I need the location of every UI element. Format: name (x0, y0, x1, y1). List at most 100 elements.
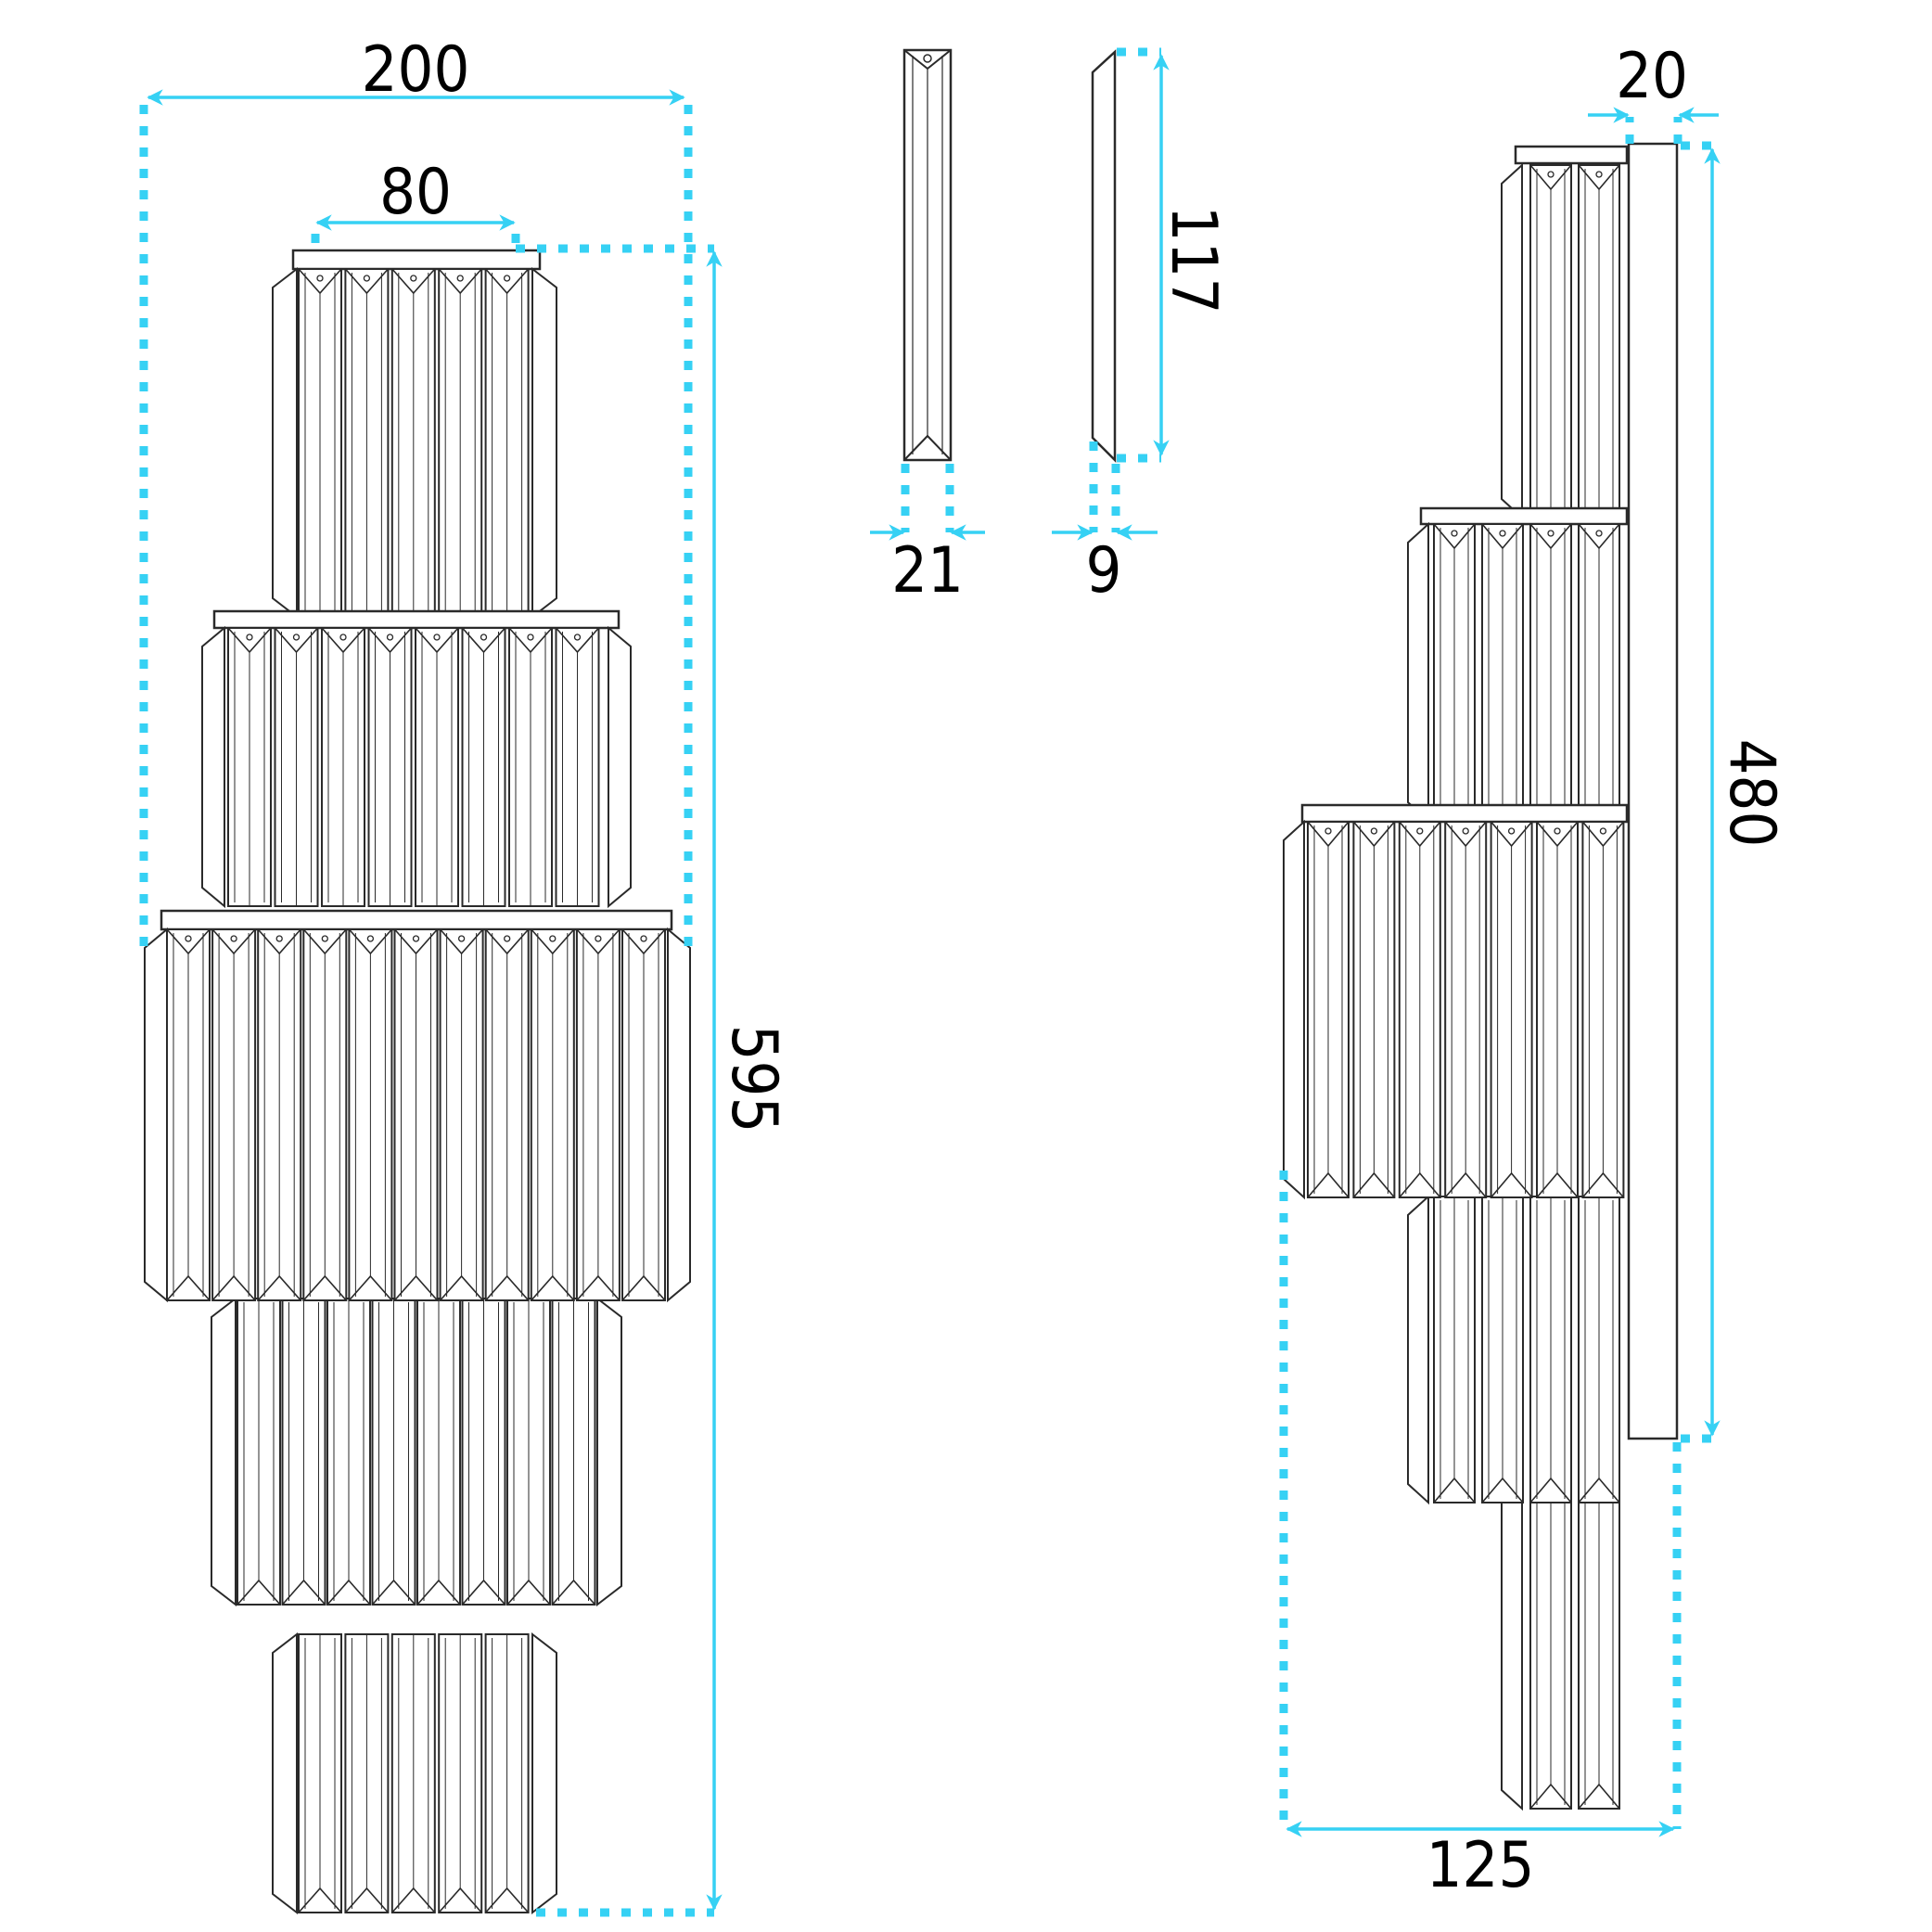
crystal-prism (211, 928, 257, 1301)
crystal-prism (508, 627, 553, 907)
crystal-prism (1581, 821, 1625, 1198)
prism-width-dimension: 21 (870, 464, 985, 608)
crystal-prism (1578, 1196, 1620, 1503)
crystal-prism (348, 928, 393, 1301)
crystal-prism (298, 268, 342, 618)
crystal-prism (393, 928, 439, 1301)
crystal-prism-edge (1283, 819, 1305, 1200)
crystal-prism-edge (1501, 162, 1523, 520)
crystal-prism (1481, 523, 1524, 822)
crystal-prism-edge (1407, 521, 1429, 824)
front-crystal-array (144, 249, 691, 1915)
wall-backplate (1627, 142, 1679, 1440)
crystal-prism (575, 928, 621, 1301)
crystal-prism-edge (272, 1631, 298, 1915)
crystal-prism (1433, 1196, 1476, 1503)
prism-front (902, 48, 953, 462)
tier-ring (291, 249, 542, 271)
mount-hole (923, 54, 932, 63)
tier-ring (160, 909, 673, 931)
tier-ring (1514, 145, 1629, 165)
crystal-prism-edge (272, 266, 298, 620)
crystal-prism-edge (667, 927, 691, 1303)
crystal-prism (1352, 821, 1396, 1198)
crystal-prism (461, 627, 506, 907)
crystal-prism (390, 268, 436, 618)
prism-depth-dimension: 9 (1052, 441, 1158, 608)
side-view: 20 480 125 (1279, 40, 1788, 1902)
crystal-prism (484, 928, 530, 1301)
crystal-prism-detail: 21 9 117 (870, 47, 1230, 608)
prism-width-label: 21 (891, 534, 964, 608)
crystal-prism (506, 1298, 551, 1606)
side-depth-label: 20 (1616, 40, 1688, 113)
overall-width-label: 200 (362, 33, 470, 107)
crystal-prism (1529, 1196, 1572, 1503)
top-width-dimension: 80 (311, 156, 520, 243)
crystal-prism (344, 268, 390, 618)
side-depth-dimension: 20 (1588, 40, 1719, 144)
crystal-prism (530, 928, 575, 1301)
crystal-prism-edge (1407, 1194, 1429, 1505)
crystal-prism (274, 627, 319, 907)
front-view: 200 80 595 (139, 33, 790, 1917)
crystal-prism (257, 928, 302, 1301)
crystal-prism (166, 928, 211, 1301)
crystal-prism (367, 627, 413, 907)
crystal-prism (281, 1298, 326, 1606)
crystal-prism (344, 1633, 390, 1913)
tier-ring (212, 609, 621, 630)
crystal-prism (416, 1298, 461, 1606)
crystal-prism (461, 1298, 506, 1606)
prism-depth-label: 9 (1086, 534, 1122, 608)
backplate-height-label: 480 (1715, 739, 1788, 848)
prism-side (1091, 49, 1117, 464)
crystal-prism (438, 1633, 483, 1913)
crystal-prism (1536, 821, 1579, 1198)
crystal-prism (321, 627, 365, 907)
crystal-prism (1481, 1196, 1524, 1503)
tier-ring (1419, 506, 1629, 526)
crystal-prism (1444, 821, 1488, 1198)
prism-length-label: 117 (1157, 206, 1230, 314)
crystal-prism-edge (144, 927, 168, 1303)
crystal-prism (1578, 164, 1620, 518)
crystal-prism (484, 268, 530, 618)
overall-height-dimension: 595 (516, 244, 790, 1917)
crystal-prism (621, 928, 666, 1301)
crystal-prism (326, 1298, 371, 1606)
crystal-prism (390, 1633, 436, 1913)
crystal-prism (439, 928, 484, 1301)
crystal-prism (1578, 523, 1620, 822)
prism-side-outline (1091, 49, 1117, 464)
crystal-prism (227, 627, 272, 907)
crystal-prism-edge (531, 266, 557, 620)
crystal-prism-edge (531, 1631, 557, 1915)
crystal-prism (555, 627, 600, 907)
crystal-prism (1490, 821, 1533, 1198)
tier-ring (1300, 803, 1629, 824)
overall-width-dimension: 200 (139, 33, 693, 946)
crystal-prism (551, 1298, 596, 1606)
crystal-prism (1529, 164, 1572, 518)
crystal-prism (1433, 523, 1476, 822)
crystal-prism-edge (201, 625, 225, 909)
overall-height-label: 595 (717, 1025, 790, 1133)
crystal-prism-edge (608, 625, 632, 909)
crystal-prism (484, 1633, 530, 1913)
backplate-height-dimension: 480 (1681, 141, 1788, 1443)
crystal-prism (1398, 821, 1441, 1198)
crystal-prism (302, 928, 348, 1301)
crystal-prism (415, 627, 459, 907)
crystal-prism (438, 268, 483, 618)
crystal-prism-edge (211, 1296, 237, 1607)
top-width-label: 80 (379, 156, 452, 229)
crystal-prism (371, 1298, 416, 1606)
prism-length-dimension: 117 (1117, 47, 1230, 463)
crystal-prism (1307, 821, 1350, 1198)
side-projection-dimension: 125 (1279, 1171, 1682, 1902)
crystal-prism-edge (596, 1296, 622, 1607)
side-projection-label: 125 (1427, 1829, 1535, 1902)
